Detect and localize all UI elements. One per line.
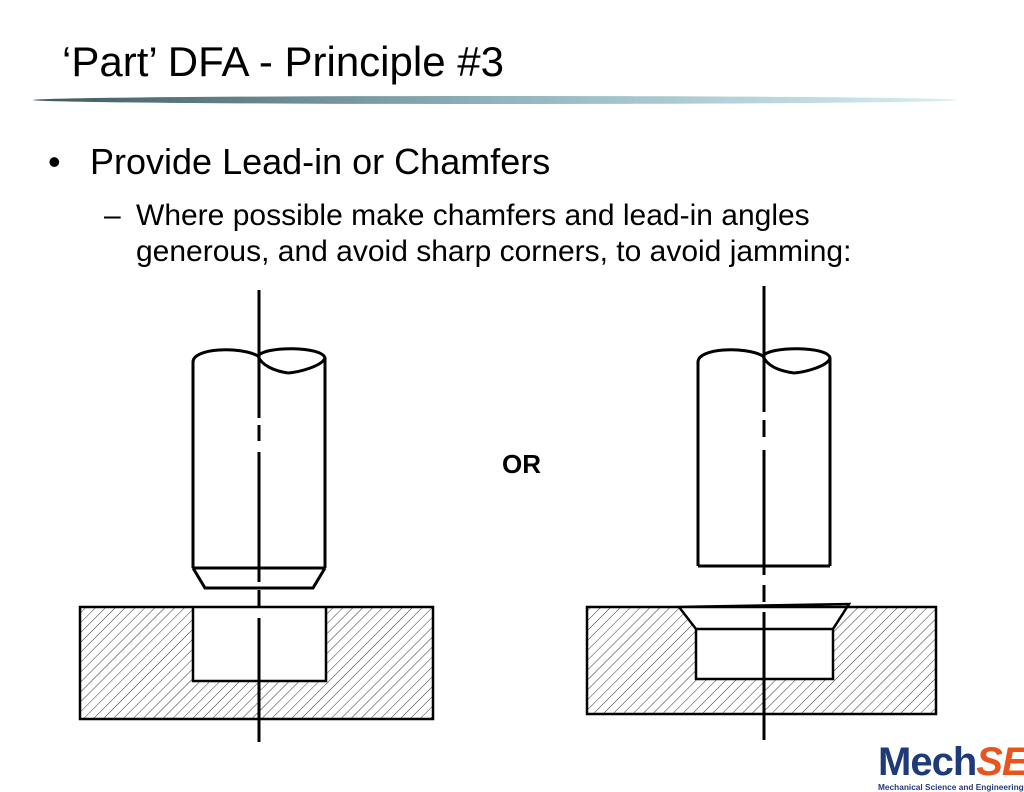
bullet-sub-line-1: –Where possible make chamfers and lead-i… — [104, 198, 1009, 234]
bullet-sub-text-1: Where possible make chamfers and lead-in… — [136, 199, 810, 232]
bullet-main-text: Provide Lead-in or Chamfers — [90, 141, 551, 182]
mechse-logo: MechSE Mechanical Science and Engineerin… — [878, 742, 1024, 792]
slide-title: ‘Part’ DFA - Principle #3 — [62, 38, 504, 85]
title-underline — [33, 96, 957, 104]
logo-subtitle: Mechanical Science and Engineering — [878, 782, 1024, 792]
logo-se: SE — [976, 740, 1024, 784]
bullet-glyph: • — [48, 141, 61, 182]
sub-bullet-glyph: – — [104, 199, 121, 232]
bullet-sub: –Where possible make chamfers and lead-i… — [104, 198, 1009, 270]
bullet-sub-text-2: generous, and avoid sharp corners, to av… — [136, 235, 852, 268]
right-assembly — [585, 286, 938, 740]
logo-mech: Mech — [878, 740, 977, 784]
right-block — [585, 602, 938, 716]
logo-wordmark: MechSE — [878, 742, 1024, 782]
left-assembly — [78, 290, 435, 742]
or-label: OR — [502, 449, 541, 479]
left-block — [78, 605, 435, 721]
bullet-main: • Provide Lead-in or Chamfers — [48, 140, 550, 184]
